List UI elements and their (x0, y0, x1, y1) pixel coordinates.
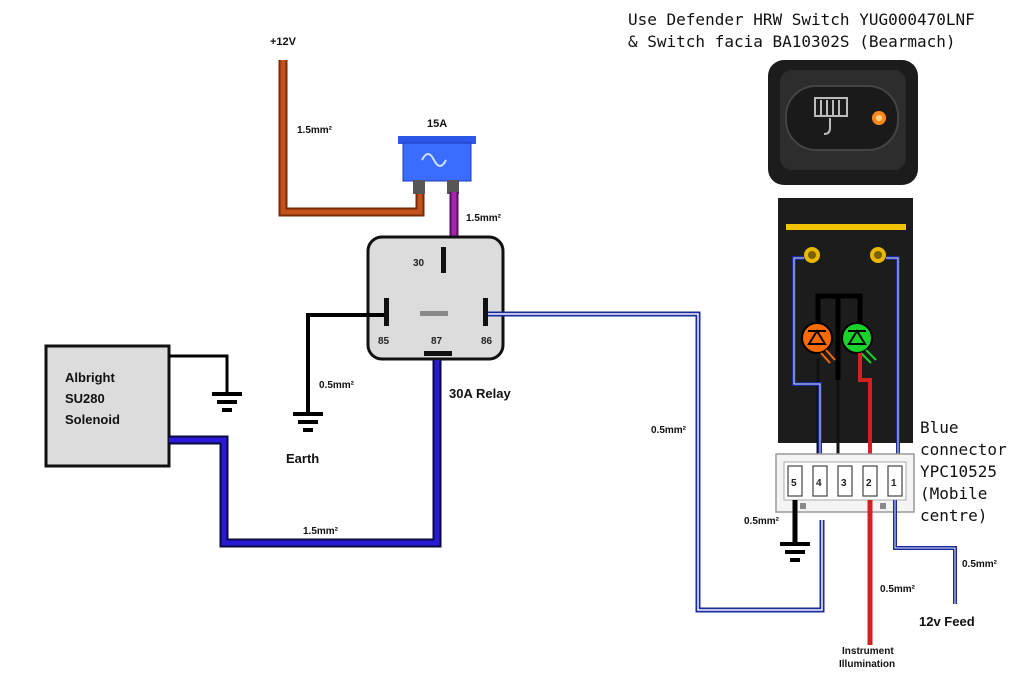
fuse-15a (398, 136, 476, 194)
connector-pin-5: 5 (791, 478, 797, 489)
connector-label-5: centre) (920, 506, 987, 525)
supply-wire-label: 1.5mm² (297, 125, 333, 136)
connector-label-4: (Mobile (920, 484, 987, 503)
connector-label-3: YPC10525 (920, 462, 997, 481)
solenoid-box (44, 344, 171, 468)
blue-connector (775, 453, 915, 513)
switch-red-internal (858, 353, 872, 470)
fuse-wire-label: 1.5mm² (466, 213, 502, 224)
relay-pin-85: 85 (378, 336, 390, 347)
green-led-icon (841, 322, 877, 364)
earth-symbol-relay (293, 412, 323, 432)
feed-label: 12v Feed (919, 614, 975, 629)
relay-pin-86: 86 (481, 336, 493, 347)
connector-pin-2: 2 (866, 478, 872, 489)
connector-pin-3: 3 (841, 478, 847, 489)
fuse-rating-label: 15A (427, 118, 447, 130)
illumination-label-1: Instrument (842, 646, 894, 657)
earth-symbol-solenoid (212, 392, 242, 412)
connector-pin-4: 4 (816, 478, 822, 489)
relay-body (366, 235, 505, 361)
supply-label: +12V (270, 36, 297, 48)
connector-label-1: Blue (920, 418, 959, 437)
signal-wire (488, 311, 825, 613)
solenoid-relay-wire (169, 360, 442, 548)
orange-led-icon (801, 322, 836, 364)
header-line-1: Use Defender HRW Switch YUG000470LNF (628, 10, 975, 29)
header-line-2: & Switch facia BA10302S (Bearmach) (628, 32, 956, 51)
heated-rear-window-icon (814, 97, 848, 135)
solenoid-wire-label: 1.5mm² (303, 526, 339, 537)
switch-blue-wires (792, 256, 900, 470)
switch-internal-wiring (815, 293, 863, 380)
earth-symbol-connector (780, 542, 810, 562)
solenoid-line-2: SU280 (65, 391, 105, 406)
solenoid-line-1: Albright (65, 370, 115, 385)
relay-title: 30A Relay (449, 386, 511, 401)
switch-body (778, 198, 913, 443)
earth-wire-label: 0.5mm² (319, 380, 355, 391)
signal-wire-label: 0.5mm² (651, 425, 687, 436)
illumination-label-2: Illumination (839, 659, 895, 670)
connector-pin-1: 1 (891, 478, 897, 489)
feed-wire-label: 0.5mm² (962, 559, 998, 570)
feed-wire (893, 500, 957, 604)
connector-label-2: connector (920, 440, 1007, 459)
relay-pin-30: 30 (413, 258, 425, 269)
solenoid-line-3: Solenoid (65, 412, 120, 427)
solenoid-earth-wire (169, 354, 229, 392)
connector-earth-wire-label: 0.5mm² (744, 516, 780, 527)
relay-pin-87: 87 (431, 336, 443, 347)
earth-label: Earth (286, 451, 319, 466)
illumination-wire-label: 0.5mm² (880, 584, 916, 595)
supply-wire (278, 60, 425, 217)
relay-earth-wire (306, 313, 384, 412)
switch-facia (768, 60, 918, 185)
